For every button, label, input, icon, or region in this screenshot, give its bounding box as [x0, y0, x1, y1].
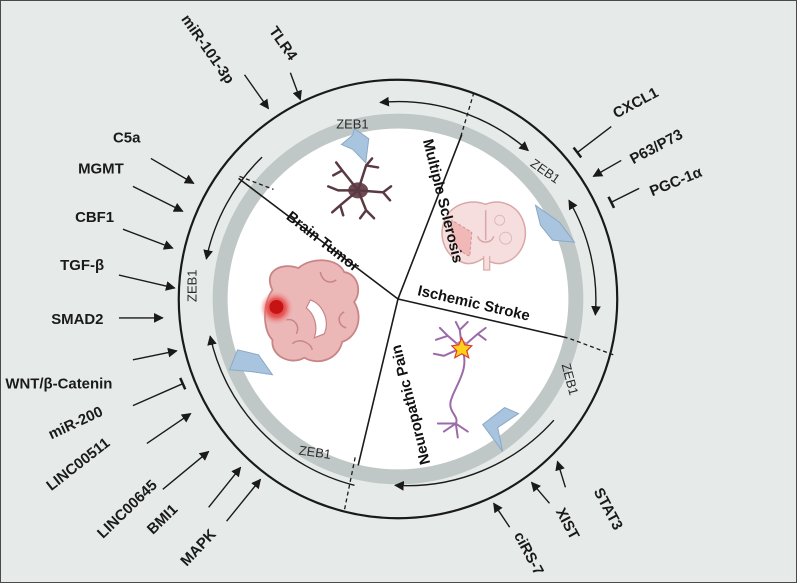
zeb1-label-left: ZEB1: [185, 270, 200, 302]
zeb1-label-bottom: ZEB1: [298, 443, 332, 462]
regulator-arrows-left: [118, 72, 302, 522]
label-wnt-beta-catenin: WNT/β-Catenin: [5, 376, 112, 393]
label-mapk: MAPK: [177, 526, 220, 570]
label-cxcl1: CXCL1: [610, 84, 661, 122]
label-mir-200: miR-200: [46, 403, 106, 443]
outer-ring: [177, 78, 619, 520]
label-stat3: STAT3: [590, 485, 626, 533]
label-xist: XIST: [552, 505, 583, 542]
label-pgc-1alpha: PGC-1α: [647, 163, 705, 200]
label-mgmt: MGMT: [78, 160, 124, 177]
tumor-brain-icon: [259, 259, 360, 363]
label-tlr4: TLR4: [265, 23, 301, 64]
zeb1-cycle-arrows: [203, 96, 601, 491]
label-c5a: C5a: [113, 130, 141, 147]
label-smad2: SMAD2: [51, 311, 103, 328]
zeb1-label-top: ZEB1: [336, 117, 368, 132]
label-tgf-beta: TGF-β: [60, 257, 104, 274]
coronal-brain-section-icon: [441, 201, 526, 271]
sector-dividers: [238, 134, 568, 466]
chevron-icon: [228, 127, 576, 452]
label-cirs-7: ciRS-7: [510, 529, 547, 578]
microglia-cell-icon: [326, 157, 393, 220]
regulator-arrows-right: [493, 126, 640, 528]
ring-separators: [239, 89, 614, 512]
label-mir-101-3p: miR-101-3p: [177, 11, 237, 87]
neuron-icon: [432, 320, 487, 439]
label-bmi1: BMI1: [144, 501, 181, 538]
label-p63-p73: P63/P73: [627, 126, 686, 168]
label-linc00511: LINC00511: [43, 435, 113, 495]
label-cbf1: CBF1: [75, 209, 114, 226]
